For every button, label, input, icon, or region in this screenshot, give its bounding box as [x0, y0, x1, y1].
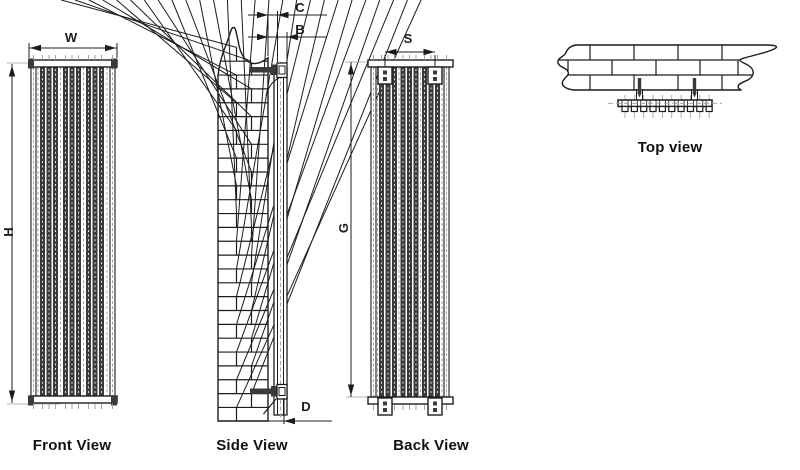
top-view-drawing: [557, 44, 778, 118]
top-view-title: Top view: [637, 139, 703, 156]
dim-label-d: D: [301, 399, 311, 414]
side-view-title: Side View: [216, 437, 288, 454]
side-view-drawing: [61, 0, 422, 425]
dim-label-g: G: [336, 222, 351, 234]
back-view-drawing: [345, 48, 454, 416]
dim-label-c: C: [295, 0, 305, 15]
dim-label-h: H: [1, 227, 16, 237]
dim-label-b: B: [295, 22, 305, 37]
dim-label-w: W: [64, 30, 78, 45]
back-view-title: Back View: [393, 437, 469, 454]
front-view-drawing: [7, 43, 118, 409]
dim-label-s: S: [403, 31, 413, 46]
front-view-title: Front View: [32, 437, 112, 454]
